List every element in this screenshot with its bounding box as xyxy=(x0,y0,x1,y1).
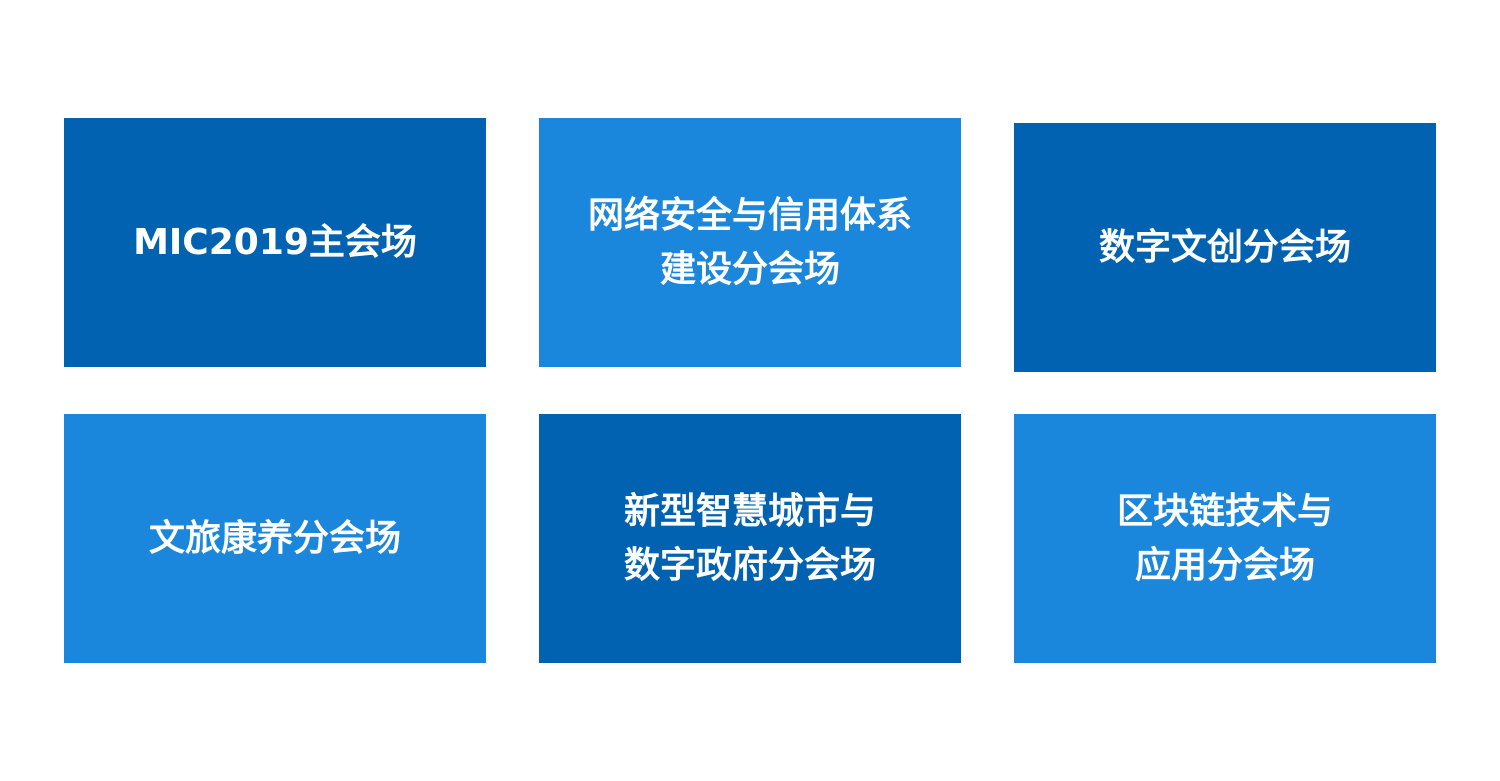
venue-tile-digital-culture[interactable]: 数字文创分会场 xyxy=(1014,123,1436,372)
venue-tile-culture-tourism-health[interactable]: 文旅康养分会场 xyxy=(64,414,486,663)
venue-tile-main[interactable]: MIC2019主会场 xyxy=(64,118,486,367)
venue-tile-label: 新型智慧城市与 数字政府分会场 xyxy=(623,490,876,586)
venue-tile-label: 区块链技术与 应用分会场 xyxy=(1116,490,1333,586)
venue-tile-label: 数字文创分会场 xyxy=(1098,226,1351,268)
venue-tile-label: MIC2019主会场 xyxy=(133,221,417,263)
venue-tile-blockchain[interactable]: 区块链技术与 应用分会场 xyxy=(1014,414,1436,663)
venue-tile-cybersecurity-credit[interactable]: 网络安全与信用体系 建设分会场 xyxy=(539,118,961,367)
venue-tile-label: 文旅康养分会场 xyxy=(148,517,401,559)
venue-tile-label: 网络安全与信用体系 建设分会场 xyxy=(587,194,912,290)
venue-tile-smart-city-digital-gov[interactable]: 新型智慧城市与 数字政府分会场 xyxy=(539,414,961,663)
